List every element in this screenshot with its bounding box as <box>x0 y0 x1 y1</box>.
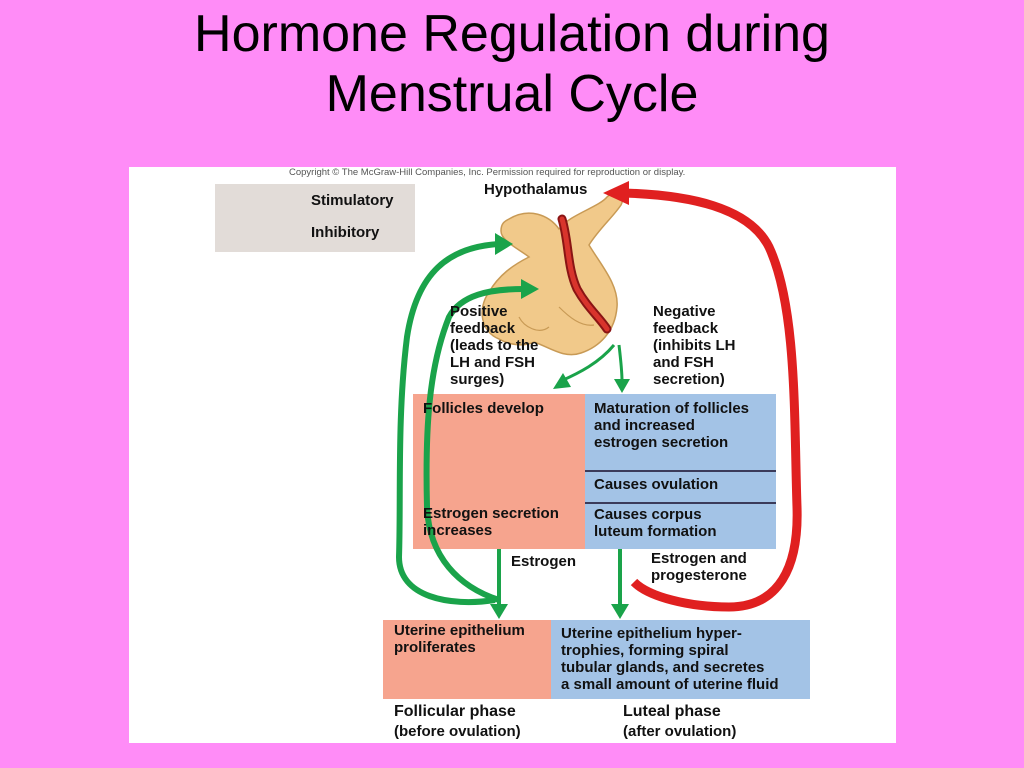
ovary-divider-1 <box>585 470 776 472</box>
hormone-regulation-diagram: Copyright © The McGraw-Hill Companies, I… <box>129 167 896 743</box>
follicles-develop-text: Follicles develop <box>423 400 544 417</box>
hypothalamus-label: Hypothalamus <box>484 181 588 198</box>
luteal-phase-sub: (after ovulation) <box>623 723 737 740</box>
positive-feedback-green-loop-inner <box>423 286 525 603</box>
legend-stimulatory-label: Stimulatory <box>311 192 394 209</box>
follicular-uterus-box <box>383 620 551 699</box>
legend: Stimulatory Inhibitory <box>215 184 415 252</box>
pituitary-to-maturation-arrow <box>617 344 624 382</box>
luteal-phase-label: Luteal phase <box>623 703 721 720</box>
negative-feedback-red-loop <box>623 188 802 612</box>
ovary-divider-2 <box>585 502 776 504</box>
legend-inhibitory-label: Inhibitory <box>311 224 380 241</box>
positive-feedback-green-loop-outer <box>395 241 500 606</box>
luteal-uterus-box <box>551 620 810 699</box>
slide-title: Hormone Regulation during Menstrual Cycl… <box>0 4 1024 124</box>
uterine-proliferates-text: Uterine epithelium proliferates <box>394 622 525 656</box>
corpus-luteum-text: Causes corpus luteum formation <box>594 506 717 540</box>
title-line-1: Hormone Regulation during <box>194 5 830 63</box>
follicular-ovary-box <box>413 394 585 549</box>
maturation-text: Maturation of follicles and increased es… <box>594 400 750 451</box>
pituitary-gland-illustration <box>481 192 624 356</box>
positive-feedback-label: Positive feedback (leads to the LH and F… <box>450 303 539 388</box>
title-line-2: Menstrual Cycle <box>325 65 699 123</box>
copyright-notice: Copyright © The McGraw-Hill Companies, I… <box>289 167 686 178</box>
negative-feedback-label: Negative feedback (inhibits LH and FSH s… <box>653 303 736 388</box>
estrogen-progesterone-label: Estrogen and progesterone <box>651 550 747 584</box>
follicular-phase-sub: (before ovulation) <box>394 723 521 740</box>
estrogen-label: Estrogen <box>511 553 577 570</box>
uterine-hypertrophies-text: Uterine epithelium hyper- trophies, form… <box>561 625 779 693</box>
estrogen-secretion-text: Estrogen secretion increases <box>423 505 559 539</box>
causes-ovulation-text: Causes ovulation <box>594 476 719 493</box>
follicular-phase-label: Follicular phase <box>394 703 516 720</box>
diagram-arrows <box>225 181 802 619</box>
